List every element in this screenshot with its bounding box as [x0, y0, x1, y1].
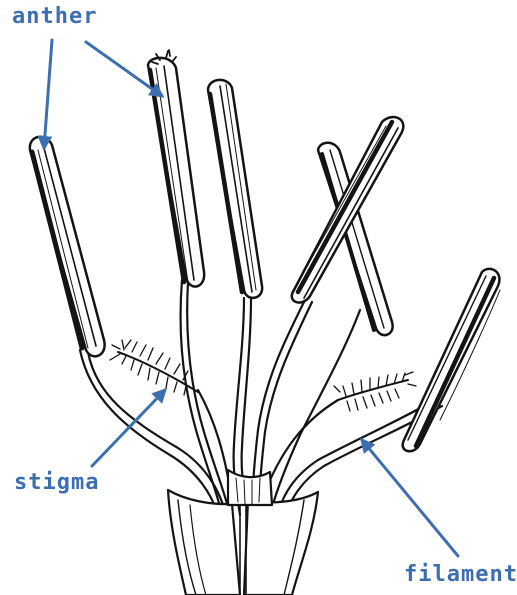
stigma-left	[110, 340, 198, 395]
flower-base	[168, 470, 318, 595]
anther-label: anther	[12, 4, 97, 29]
anther-left	[30, 137, 105, 357]
anther-right	[403, 269, 500, 451]
anther-center-left	[148, 50, 204, 287]
anther-center	[208, 80, 262, 298]
arrow-anther-left	[44, 40, 52, 148]
filament-label: filament	[404, 562, 517, 587]
anthers	[30, 50, 500, 451]
stigma-right	[334, 372, 416, 411]
stigma-label: stigma	[14, 470, 99, 495]
anther-crossed-front	[292, 117, 403, 303]
arrow-filament	[362, 440, 458, 556]
